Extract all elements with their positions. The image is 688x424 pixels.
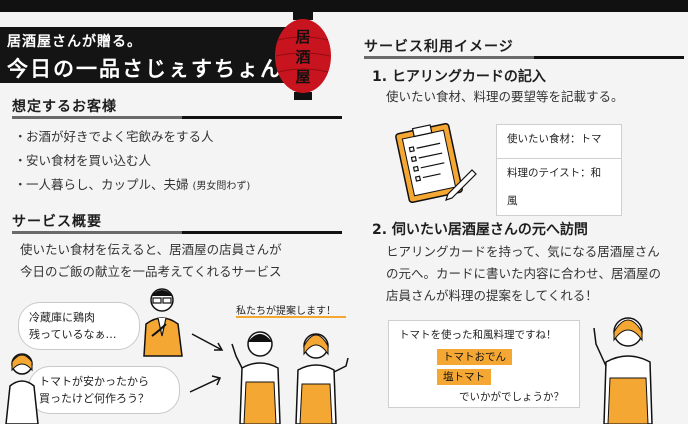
staff-pointing-icon xyxy=(593,317,653,424)
customer-bubble-1: 冷蔵庫に鶏肉 残っているなぁ… xyxy=(18,302,140,350)
step2-description: ヒアリングカードを持って、気になる居酒屋さん の元へ。カードに書いた内容に合わせ… xyxy=(386,241,661,307)
step2-line-1: ヒアリングカードを持って、気になる居酒屋さん xyxy=(386,244,660,259)
clipboard-icon xyxy=(395,122,477,204)
overview-heading-text: サービス概要 xyxy=(12,214,102,230)
target-item-3-note: (男女問わず) xyxy=(192,181,251,192)
dish-tag-2: 塩トマト xyxy=(437,369,491,385)
overview-line-1: 使いたい食材を伝えると、居酒屋の店員さんが xyxy=(20,242,282,257)
target-item-3: ・一人暮らし、カップル、夫婦 (男女問わず) xyxy=(14,177,251,192)
step1-description: 使いたい食材、料理の要望等を記載する。 xyxy=(386,89,624,104)
arrow-right-icon xyxy=(191,333,224,351)
title-banner: 居酒屋さんが贈る。 今日の一品さじぇすちょん xyxy=(0,27,300,83)
target-heading: 想定するお客様 xyxy=(12,96,342,119)
target-item-1: ・お酒が好きでよく宅飲みをする人 xyxy=(14,129,214,144)
step2-title: 2. 伺いたい居酒屋さんの元へ訪問 xyxy=(372,222,588,238)
arrow-right-icon xyxy=(189,375,222,393)
usage-heading: サービス利用イメージ xyxy=(364,36,684,59)
card-taste: 料理のテイスト：和風 xyxy=(496,158,622,216)
lantern-char-1: 居 xyxy=(295,28,310,46)
banner-subtitle: 居酒屋さんが贈る。 xyxy=(7,34,142,50)
speech-line-1: トマトを使った和風料理ですね！ xyxy=(399,329,557,341)
lantern-icon: 居 酒 屋 xyxy=(272,12,334,102)
customer-bubble-2-line-2: 買ったけど何作ろう？ xyxy=(39,392,149,405)
target-item-2: ・安い食材を買い込む人 xyxy=(14,153,152,168)
banner-title: 今日の一品さじぇすちょん xyxy=(7,57,283,81)
step1-title: 1. ヒアリングカードの記入 xyxy=(372,69,546,85)
overview-line-2: 今日のご飯の献立を一品考えてくれるサービス xyxy=(20,264,282,279)
speech-line-last: でいかがでしょうか？ xyxy=(459,391,564,403)
top-bar xyxy=(0,0,688,12)
staff-pair-icon xyxy=(231,331,349,424)
dish-tag-1: トマトおでん xyxy=(437,349,512,365)
customer-bubble-1-line-1: 冷蔵庫に鶏肉 xyxy=(29,311,95,324)
lantern-char-3: 屋 xyxy=(295,68,310,86)
step2-line-2: の元へ。カードに書いた内容に合わせ、居酒屋の xyxy=(386,266,662,281)
staff-label-underline xyxy=(236,316,346,318)
customer-bubble-2-line-1: トマトが安かったから xyxy=(39,375,149,388)
customer-bubble-2: トマトが安かったから 買ったけど何作ろう？ xyxy=(28,366,180,414)
lantern-char-2: 酒 xyxy=(295,48,310,66)
man-thinking-icon xyxy=(143,288,183,357)
customer-bubble-1-line-2: 残っているなぁ… xyxy=(29,328,117,341)
overview-heading: サービス概要 xyxy=(12,211,342,234)
overview-description: 使いたい食材を伝えると、居酒屋の店員さんが 今日のご飯の献立を一品考えてくれるサ… xyxy=(20,239,282,283)
step2-line-3: 店員さんが料理の提案をしてくれる！ xyxy=(386,288,598,303)
staff-label: 私たちが提案します！ xyxy=(236,306,336,317)
usage-heading-text: サービス利用イメージ xyxy=(364,39,514,55)
target-heading-text: 想定するお客様 xyxy=(12,99,117,115)
staff-speech-bubble: トマトを使った和風料理ですね！ トマトおでん 塩トマト でいかがでしょうか？ xyxy=(388,320,580,408)
woman-thinking-icon xyxy=(5,353,39,424)
